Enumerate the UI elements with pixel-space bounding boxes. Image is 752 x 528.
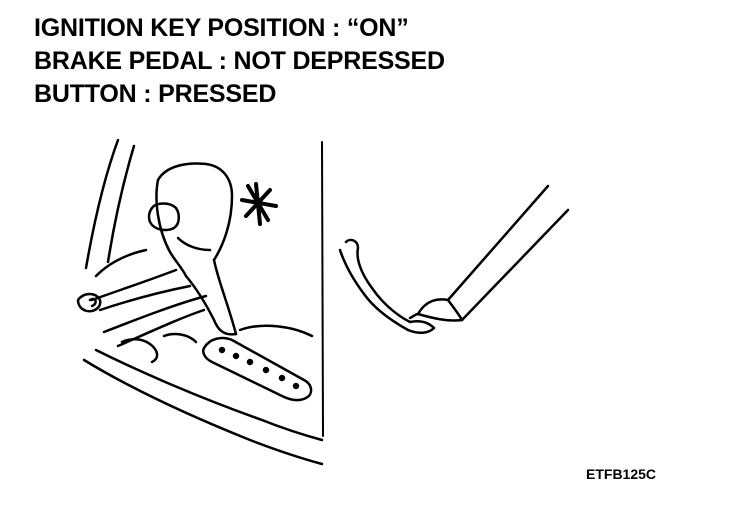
figure-code: ETFB125C <box>586 466 657 482</box>
shift-console <box>76 284 324 466</box>
gear-position-indicator <box>202 336 313 402</box>
release-tool <box>338 238 436 334</box>
caption-brake-pedal: BRAKE PEDAL : NOT DEPRESSED <box>34 47 445 75</box>
caption-block: IGNITION KEY POSITION : “ON” BRAKE PEDAL… <box>34 12 445 111</box>
shift-lever <box>155 162 238 336</box>
selector-button <box>147 202 180 232</box>
caption-ignition-key-position: IGNITION KEY POSITION : “ON” <box>34 14 409 42</box>
panel-divider <box>321 141 324 437</box>
caption-button: BUTTON : PRESSED <box>34 80 277 108</box>
screwdriver <box>408 184 570 322</box>
console-trim <box>84 138 178 302</box>
press-indicator-star-icon <box>240 182 278 226</box>
